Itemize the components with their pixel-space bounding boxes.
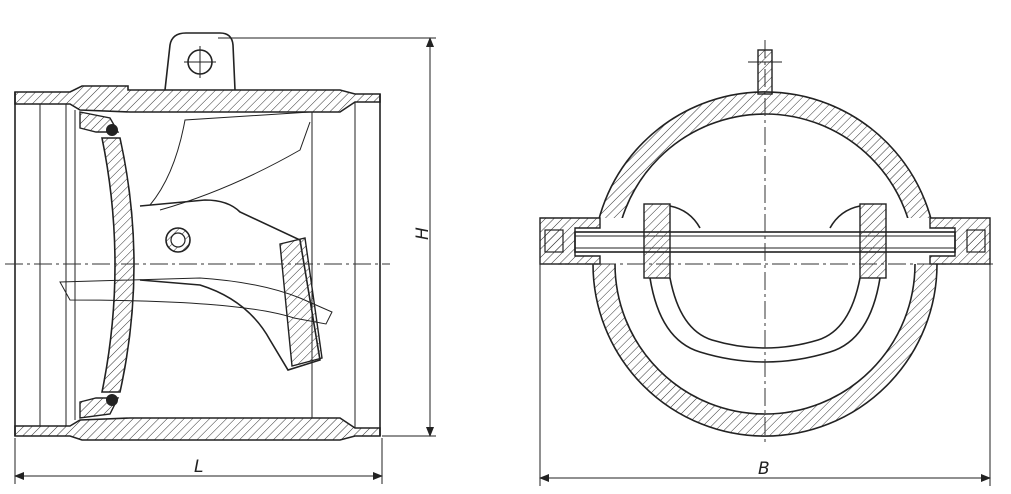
disc-arm (59, 111, 333, 371)
length-dimension-label: L (194, 457, 203, 477)
end-section-view (539, 40, 995, 442)
height-dimension-label: H (413, 227, 433, 240)
hinge-pin (165, 227, 191, 253)
valve-disc (101, 137, 135, 393)
dimension-l: L (14, 438, 383, 484)
seat-ring (79, 111, 120, 419)
dimension-b: B (539, 264, 991, 486)
side-section-view (5, 32, 390, 441)
hinge-bosses (643, 203, 887, 279)
dimension-h: H (218, 37, 436, 437)
lifting-lug (164, 32, 236, 91)
body-right-end (311, 94, 381, 436)
body-top-wall (14, 85, 381, 113)
width-dimension-label: B (758, 459, 770, 479)
body-bottom-wall (14, 417, 381, 441)
